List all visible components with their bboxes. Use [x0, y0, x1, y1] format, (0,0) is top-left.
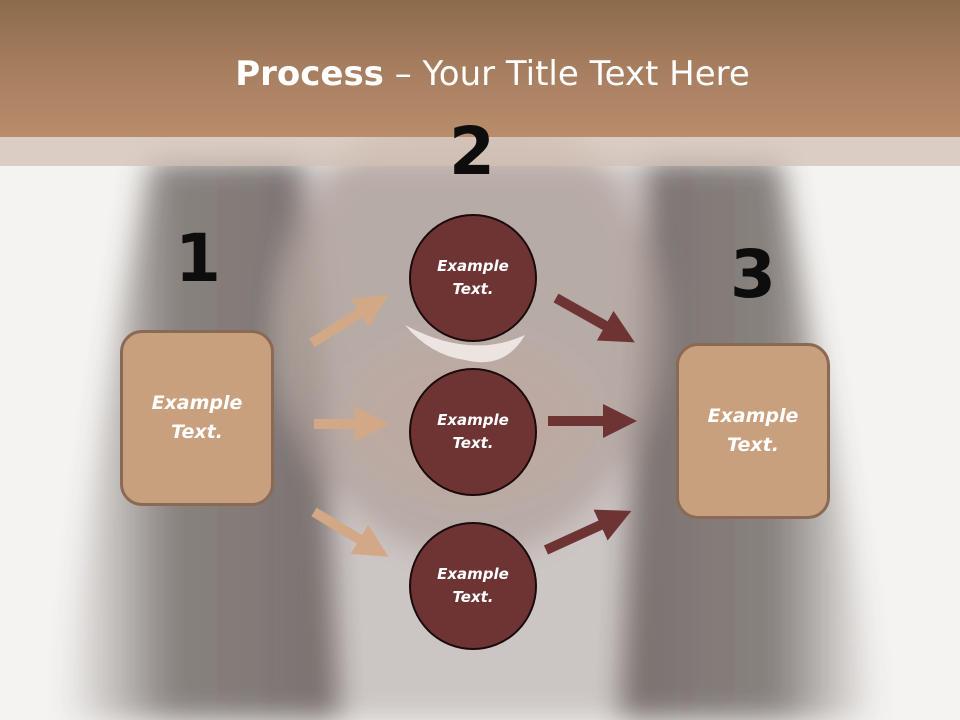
circle-2: Example Text. [409, 368, 537, 496]
arrow-box1-to-circle3 [311, 507, 389, 557]
step-1-box: Example Text. [120, 330, 274, 506]
step-number-2: 2 [449, 113, 495, 190]
circle-3: Example Text. [409, 522, 537, 650]
title-strip [0, 137, 960, 166]
arrow-box1-to-circle1 [309, 294, 389, 348]
circle-1-text-line1: Example [437, 257, 509, 275]
title-band [0, 0, 960, 137]
step-number-1: 1 [175, 220, 221, 297]
circle-3-text-line1: Example [437, 565, 509, 583]
step-1-text-line2: Text. [171, 421, 223, 443]
title-rest: – Your Title Text Here [383, 54, 750, 94]
circle-2-text-line1: Example [437, 411, 509, 429]
step-number-3: 3 [730, 236, 776, 313]
step-1-text-line1: Example [151, 392, 243, 414]
step-3-text-line1: Example [707, 405, 799, 427]
arrow-circle1-to-box3 [553, 293, 635, 343]
arrow-circle3-to-box3 [543, 509, 632, 555]
step-3-text-line2: Text. [727, 434, 779, 456]
circle-1: Example Text. [409, 214, 537, 342]
circle-1-text-line2: Text. [452, 280, 494, 298]
circle-2-text-line2: Text. [452, 434, 494, 452]
step-3-box: Example Text. [676, 343, 830, 519]
circle-3-text-line2: Text. [452, 588, 494, 606]
title-bold: Process [235, 54, 384, 94]
slide-title: Process – Your Title Text Here [0, 52, 960, 96]
